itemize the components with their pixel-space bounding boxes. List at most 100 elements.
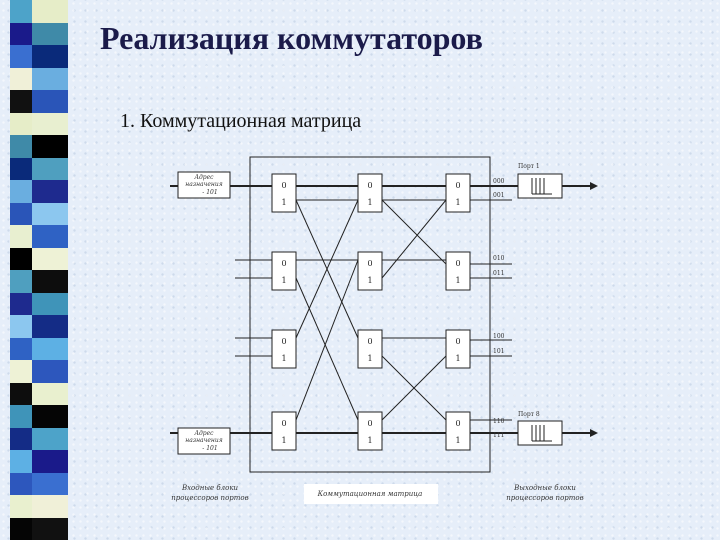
switch-box-s3-r2 bbox=[445, 251, 471, 291]
input-address-box-bottom bbox=[177, 427, 231, 455]
switch-bit-1: 1 bbox=[455, 436, 460, 445]
stripe-column-left bbox=[10, 0, 32, 540]
stripe-segment bbox=[32, 45, 68, 68]
switch-box-s1-r1 bbox=[271, 173, 297, 213]
stripe-segment bbox=[32, 360, 68, 383]
switch-bit-1: 1 bbox=[367, 198, 372, 207]
arrow-out-bottom bbox=[590, 429, 598, 437]
switch-box-s1-r4 bbox=[271, 411, 297, 451]
switch-box-s1-r3 bbox=[271, 329, 297, 369]
slide-subtitle: 1. Коммутационная матрица bbox=[120, 110, 362, 132]
stripe-segment bbox=[32, 315, 68, 338]
caption-center: Коммутационная матрица bbox=[317, 490, 423, 498]
switch-bit-1: 1 bbox=[367, 436, 372, 445]
stripe-segment bbox=[32, 157, 68, 180]
addr-label-line3: - 101 bbox=[202, 189, 217, 196]
switch-bit-0: 0 bbox=[281, 419, 286, 428]
stripe-segment bbox=[32, 270, 68, 293]
stripe-segment bbox=[10, 180, 32, 203]
stripe-segment bbox=[32, 517, 68, 540]
stripe-segment bbox=[10, 112, 32, 135]
stripe-segment bbox=[32, 202, 68, 225]
output-code-101: 101 bbox=[493, 348, 504, 355]
switch-bit-0: 0 bbox=[455, 259, 460, 268]
stripe-segment bbox=[32, 405, 68, 428]
caption-right-line2: процессоров портов bbox=[506, 494, 583, 502]
stripe-segment bbox=[10, 45, 32, 68]
switch-bit-0: 0 bbox=[367, 259, 372, 268]
output-code-000: 000 bbox=[493, 178, 505, 185]
addr-label-line3: - 101 bbox=[202, 445, 217, 452]
stripe-segment bbox=[10, 517, 32, 540]
queue-icon-top bbox=[531, 178, 552, 195]
queue-icon-bottom bbox=[531, 425, 552, 442]
stripe-segment bbox=[10, 472, 32, 495]
stripe-segment bbox=[32, 90, 68, 113]
switch-bit-0: 0 bbox=[281, 259, 286, 268]
switch-bit-1: 1 bbox=[367, 276, 372, 285]
stripe-segment bbox=[10, 495, 32, 518]
switch-box-s2-r4 bbox=[357, 411, 383, 451]
switch-bit-1: 1 bbox=[281, 198, 286, 207]
stripe-segment bbox=[10, 202, 32, 225]
caption-left-line1: Входные блоки bbox=[181, 484, 239, 492]
stripe-segment bbox=[10, 405, 32, 428]
switch-box-s3-r4 bbox=[445, 411, 471, 451]
switch-bit-1: 1 bbox=[455, 276, 460, 285]
switch-bit-1: 1 bbox=[281, 436, 286, 445]
stripe-segment bbox=[10, 157, 32, 180]
caption-left-line2: процессоров портов bbox=[171, 494, 248, 502]
addr-label-line2: назначения bbox=[185, 437, 222, 444]
stripe-segment bbox=[10, 90, 32, 113]
stripe-segment bbox=[10, 315, 32, 338]
addr-label-line2: назначения bbox=[185, 181, 222, 188]
stripe-segment bbox=[10, 135, 32, 158]
stripe-segment bbox=[10, 360, 32, 383]
switch-bit-1: 1 bbox=[281, 354, 286, 363]
switch-bit-0: 0 bbox=[455, 181, 460, 190]
output-code-001: 001 bbox=[493, 192, 504, 199]
arrow-out-top bbox=[590, 182, 598, 190]
switch-box-s3-r1 bbox=[445, 173, 471, 213]
port-bottom-label: Порт 8 bbox=[518, 411, 540, 418]
stripe-segment bbox=[32, 495, 68, 518]
switch-bit-0: 0 bbox=[455, 419, 460, 428]
output-code-110: 110 bbox=[493, 418, 505, 425]
stripe-segment bbox=[10, 292, 32, 315]
stripe-segment bbox=[32, 225, 68, 248]
stripe-segment bbox=[32, 450, 68, 473]
addr-label-line1: Адрес bbox=[193, 430, 214, 437]
output-code-100: 100 bbox=[493, 333, 505, 340]
slide-title: Реализация коммутаторов bbox=[100, 20, 483, 56]
switch-bit-1: 1 bbox=[455, 198, 460, 207]
switch-bit-0: 0 bbox=[281, 337, 286, 346]
stripe-segment bbox=[32, 382, 68, 405]
stripe-segment bbox=[32, 472, 68, 495]
addr-label-line1: Адрес bbox=[193, 174, 214, 181]
switch-box-s3-r3 bbox=[445, 329, 471, 369]
stripe-segment bbox=[10, 67, 32, 90]
stripe-segment bbox=[32, 22, 68, 45]
stripe-segment bbox=[10, 22, 32, 45]
output-code-011: 011 bbox=[493, 270, 504, 277]
stripe-segment bbox=[32, 180, 68, 203]
decorative-stripe-bar bbox=[10, 0, 68, 540]
switch-bit-0: 0 bbox=[367, 337, 372, 346]
stripe-segment bbox=[10, 247, 32, 270]
stripe-segment bbox=[32, 112, 68, 135]
stripe-segment bbox=[32, 247, 68, 270]
switch-box-s2-r1 bbox=[357, 173, 383, 213]
stripe-segment bbox=[32, 427, 68, 450]
stripe-segment bbox=[10, 270, 32, 293]
matrix-frame bbox=[249, 156, 491, 473]
stripe-segment bbox=[32, 0, 68, 23]
stripe-segment bbox=[32, 135, 68, 158]
stripe-segment bbox=[10, 427, 32, 450]
switch-bit-1: 1 bbox=[455, 354, 460, 363]
switch-bit-1: 1 bbox=[281, 276, 286, 285]
stripe-segment bbox=[32, 292, 68, 315]
output-code-010: 010 bbox=[493, 255, 505, 262]
switch-bit-0: 0 bbox=[367, 181, 372, 190]
caption-center-bg bbox=[304, 484, 438, 504]
